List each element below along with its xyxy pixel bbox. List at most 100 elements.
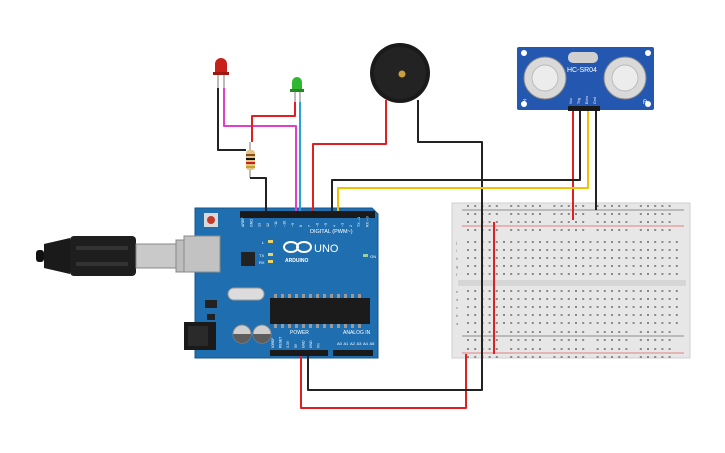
terminal-hole[interactable]	[553, 306, 556, 308]
rail-hole[interactable]	[510, 229, 513, 231]
rail-hole[interactable]	[467, 221, 469, 223]
terminal-hole[interactable]	[488, 298, 491, 300]
terminal-hole[interactable]	[582, 322, 585, 324]
rail-hole[interactable]	[488, 331, 491, 333]
rail-hole[interactable]	[582, 356, 585, 358]
terminal-hole[interactable]	[647, 322, 649, 324]
terminal-hole[interactable]	[618, 306, 621, 308]
terminal-hole[interactable]	[553, 257, 556, 259]
rail-hole[interactable]	[567, 205, 570, 207]
rail-hole[interactable]	[467, 356, 469, 358]
terminal-hole[interactable]	[546, 265, 549, 267]
rail-hole[interactable]	[524, 205, 527, 207]
rail-hole[interactable]	[510, 348, 513, 350]
rail-hole[interactable]	[467, 331, 469, 333]
terminal-hole[interactable]	[531, 306, 534, 308]
terminal-hole[interactable]	[603, 306, 606, 308]
terminal-hole[interactable]	[539, 298, 541, 300]
terminal-hole[interactable]	[510, 306, 513, 308]
rail-hole[interactable]	[524, 339, 527, 341]
terminal-hole[interactable]	[517, 241, 520, 243]
rail-hole[interactable]	[474, 339, 477, 341]
rail-hole[interactable]	[517, 221, 520, 223]
terminal-hole[interactable]	[661, 298, 664, 300]
terminal-hole[interactable]	[661, 249, 664, 251]
terminal-hole[interactable]	[488, 249, 491, 251]
terminal-hole[interactable]	[661, 265, 664, 267]
rail-hole[interactable]	[618, 356, 621, 358]
terminal-hole[interactable]	[625, 314, 628, 316]
terminal-hole[interactable]	[575, 249, 577, 251]
rail-hole[interactable]	[560, 213, 563, 215]
rail-hole[interactable]	[603, 348, 606, 350]
rail-hole[interactable]	[603, 356, 606, 358]
rail-hole[interactable]	[467, 339, 469, 341]
terminal-hole[interactable]	[603, 241, 606, 243]
terminal-hole[interactable]	[539, 322, 541, 324]
terminal-hole[interactable]	[654, 314, 657, 316]
rail-hole[interactable]	[654, 348, 657, 350]
terminal-hole[interactable]	[488, 265, 491, 267]
terminal-hole[interactable]	[546, 290, 549, 292]
rail-hole[interactable]	[467, 348, 469, 350]
terminal-hole[interactable]	[474, 249, 477, 251]
rail-hole[interactable]	[510, 221, 513, 223]
rail-hole[interactable]	[488, 229, 491, 231]
terminal-hole[interactable]	[546, 322, 549, 324]
terminal-hole[interactable]	[632, 249, 635, 251]
terminal-hole[interactable]	[668, 314, 671, 316]
terminal-hole[interactable]	[467, 298, 469, 300]
rail-hole[interactable]	[575, 339, 577, 341]
terminal-hole[interactable]	[531, 249, 534, 251]
terminal-hole[interactable]	[503, 249, 505, 251]
terminal-hole[interactable]	[632, 241, 635, 243]
rail-hole[interactable]	[517, 229, 520, 231]
rail-hole[interactable]	[488, 213, 491, 215]
rail-hole[interactable]	[560, 339, 563, 341]
terminal-hole[interactable]	[517, 322, 520, 324]
rail-hole[interactable]	[567, 213, 570, 215]
terminal-hole[interactable]	[675, 273, 678, 275]
terminal-hole[interactable]	[618, 241, 621, 243]
terminal-hole[interactable]	[495, 322, 498, 324]
wire-red-led-anode[interactable]	[223, 88, 297, 211]
sensor-pin-header[interactable]	[568, 106, 600, 111]
rail-hole[interactable]	[495, 205, 498, 207]
terminal-hole[interactable]	[632, 273, 635, 275]
terminal-hole[interactable]	[546, 314, 549, 316]
terminal-hole[interactable]	[654, 290, 657, 292]
rail-hole[interactable]	[488, 356, 491, 358]
terminal-hole[interactable]	[539, 257, 541, 259]
rail-hole[interactable]	[531, 339, 534, 341]
terminal-hole[interactable]	[560, 241, 563, 243]
power-header[interactable]	[270, 350, 328, 356]
terminal-hole[interactable]	[531, 314, 534, 316]
rail-hole[interactable]	[575, 213, 577, 215]
terminal-hole[interactable]	[632, 322, 635, 324]
rail-hole[interactable]	[668, 348, 671, 350]
terminal-hole[interactable]	[567, 257, 570, 259]
rail-hole[interactable]	[654, 205, 657, 207]
terminal-hole[interactable]	[582, 257, 585, 259]
terminal-hole[interactable]	[589, 298, 592, 300]
wire-gnd-to-breadboard[interactable]	[307, 348, 483, 391]
rail-hole[interactable]	[654, 221, 657, 223]
terminal-hole[interactable]	[467, 241, 469, 243]
terminal-hole[interactable]	[560, 273, 563, 275]
terminal-hole[interactable]	[510, 298, 513, 300]
terminal-hole[interactable]	[539, 265, 541, 267]
wire-resistor-gnd[interactable]	[250, 177, 267, 211]
terminal-hole[interactable]	[517, 249, 520, 251]
terminal-hole[interactable]	[474, 322, 477, 324]
terminal-hole[interactable]	[474, 273, 477, 275]
terminal-hole[interactable]	[467, 265, 469, 267]
terminal-hole[interactable]	[503, 257, 505, 259]
terminal-hole[interactable]	[589, 257, 592, 259]
breadboard-holes[interactable]	[467, 205, 678, 358]
terminal-hole[interactable]	[589, 265, 592, 267]
terminal-hole[interactable]	[668, 265, 671, 267]
rail-hole[interactable]	[661, 339, 664, 341]
terminal-hole[interactable]	[495, 265, 498, 267]
terminal-hole[interactable]	[503, 273, 505, 275]
